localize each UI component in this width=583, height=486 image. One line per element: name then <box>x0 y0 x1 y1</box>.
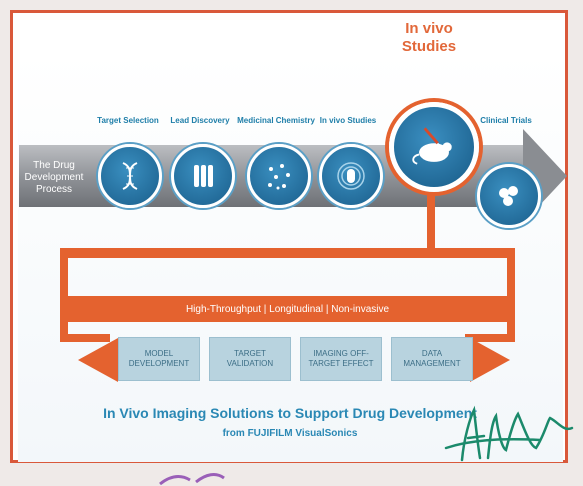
stage-label-lead-discovery: Lead Discovery <box>170 116 230 125</box>
process-label: The Drug Development Process <box>24 160 84 195</box>
feature-imaging-off-target: IMAGING OFF-TARGET EFFECT <box>300 337 382 381</box>
mouse-injection-icon <box>389 102 479 192</box>
highlight-title: In vivo Studies <box>401 20 457 55</box>
bracket-left <box>60 248 68 336</box>
dna-icon <box>98 144 162 208</box>
stage-label-in-vivo-studies: In vivo Studies <box>319 116 377 125</box>
stage-label-target-selection: Target Selection <box>97 116 159 125</box>
handwritten-signature <box>444 405 574 462</box>
diagram-title: In Vivo Imaging Solutions to Support Dru… <box>103 405 477 421</box>
attributes-band: High-Throughput | Longitudinal | Non-inv… <box>68 296 507 322</box>
stage-label-medicinal-chemistry: Medicinal Chemistry <box>237 116 315 125</box>
connector-line <box>427 192 435 248</box>
bracket-right <box>507 248 515 336</box>
ink-stamp-mark <box>159 473 225 486</box>
left-arrow-head <box>78 338 118 382</box>
feature-model-development: MODEL DEVELOPMENT <box>118 337 200 381</box>
diagram-subtitle: from FUJIFILM VisualSonics <box>222 428 358 439</box>
right-arrow-head <box>470 338 510 382</box>
feature-target-validation: TARGET VALIDATION <box>209 337 291 381</box>
imaging-icon <box>319 144 383 208</box>
bracket-top <box>60 248 515 258</box>
feature-data-management: DATA MANAGEMENT <box>391 337 473 381</box>
molecules-icon <box>247 144 311 208</box>
stage-label-clinical-trials: Clinical Trials <box>480 116 532 125</box>
test-tubes-icon <box>171 144 235 208</box>
pills-icon <box>477 164 541 228</box>
